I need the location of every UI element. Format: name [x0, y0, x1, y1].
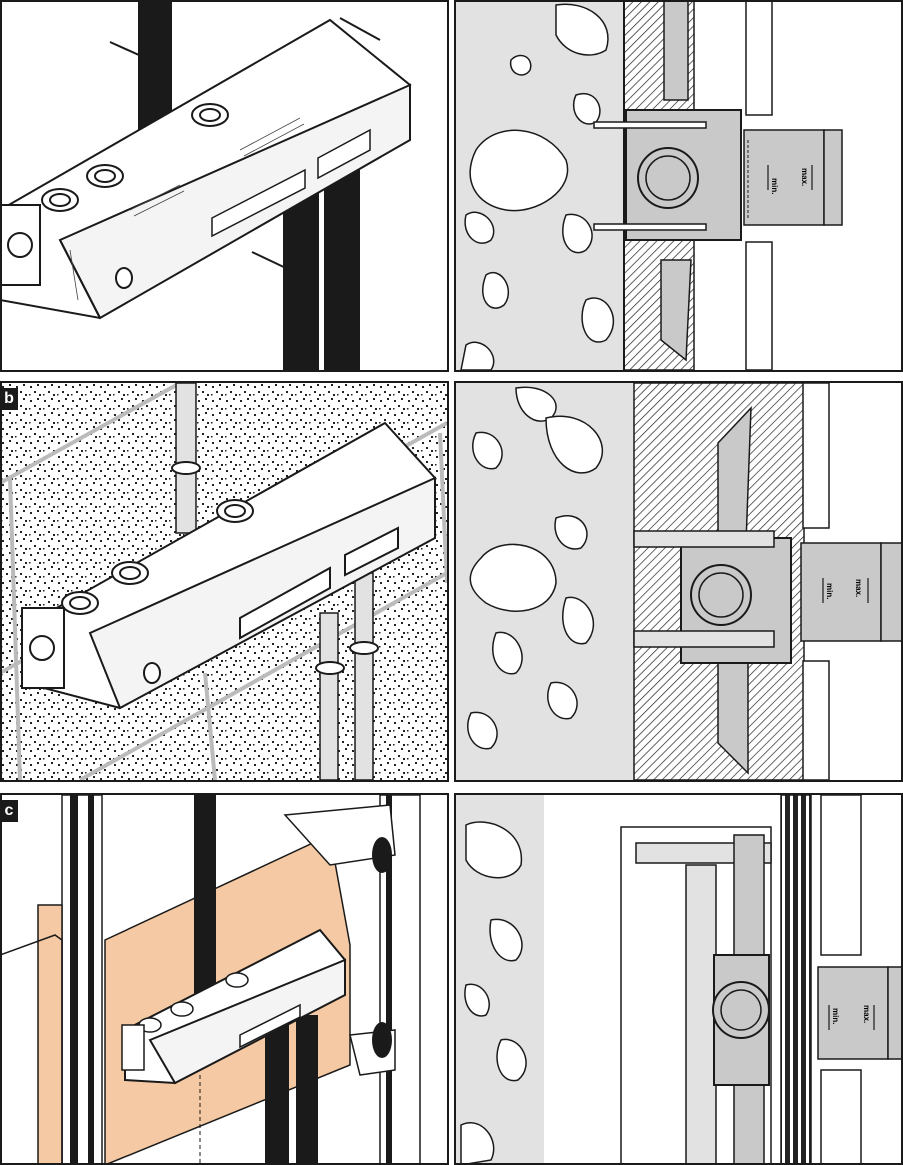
panel-a-perspective	[0, 0, 447, 370]
gauge-max-label: max.	[800, 168, 809, 186]
gauge-min-label-b: min.	[825, 583, 834, 599]
section-view-c: min. max.	[456, 795, 903, 1165]
section-view-a: min. max.	[456, 0, 843, 370]
gauge-max-label-b: max.	[854, 579, 863, 597]
panel-a-section: min. max.	[456, 0, 903, 370]
box-wall-install-illustration	[0, 0, 412, 370]
outlet-pipe-left	[283, 190, 319, 370]
box-tiled-wall-illustration	[0, 383, 447, 780]
gauge-min: min.	[767, 165, 779, 194]
panel-b-section: min. max.	[456, 383, 903, 780]
row-label-b: b	[0, 388, 18, 410]
panel-c-section: min. max.	[456, 795, 903, 1165]
row-label-c: c	[0, 800, 18, 822]
gauge-min-label: min.	[770, 178, 779, 194]
box-drywall-frame-illustration	[0, 795, 421, 1165]
panel-b-perspective: b	[0, 383, 447, 780]
section-view-b: min. max.	[456, 383, 903, 780]
outlet-pipe-right	[324, 170, 360, 370]
panel-c-perspective: c	[0, 795, 447, 1165]
gauge-min-label-c: min.	[831, 1008, 840, 1024]
gauge-max-label-c: max.	[862, 1005, 871, 1023]
gauge-max: max.	[800, 165, 813, 190]
